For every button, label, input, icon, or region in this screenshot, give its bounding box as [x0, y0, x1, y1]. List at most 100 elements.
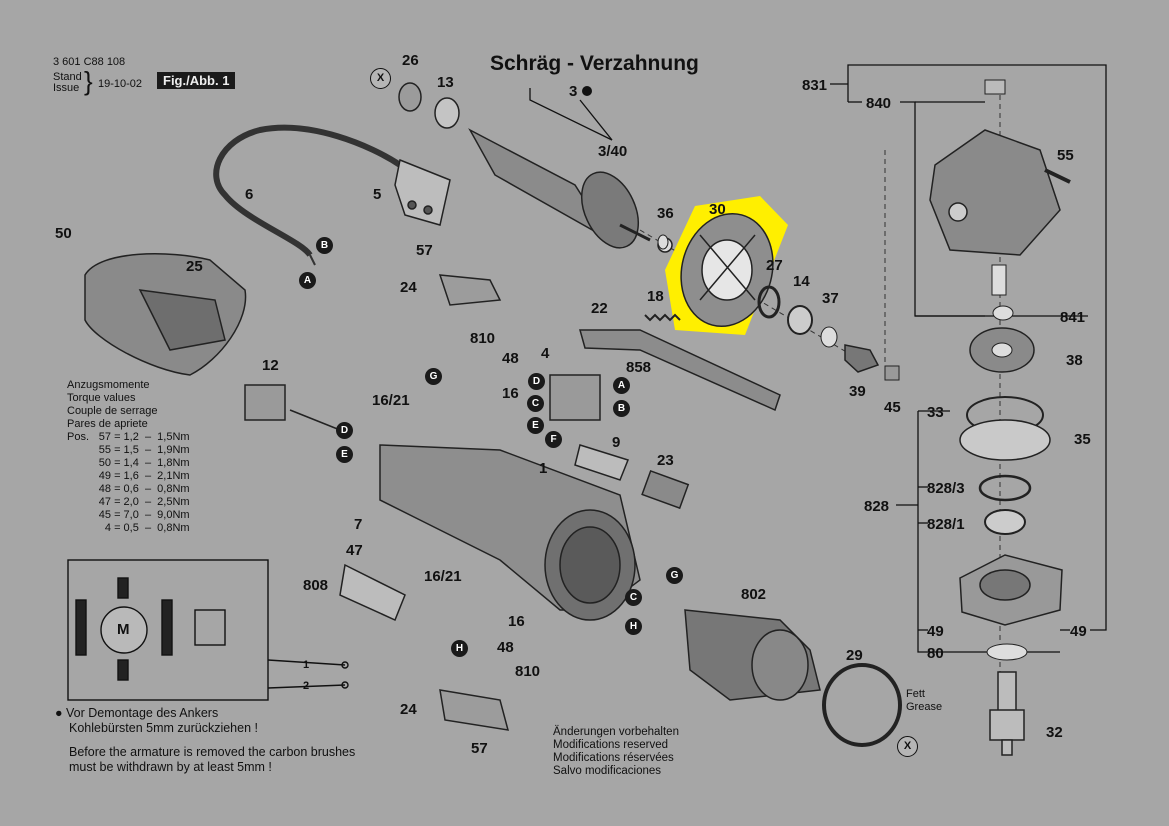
part-23: [641, 469, 690, 510]
part-label: 39: [849, 383, 866, 400]
part-label: 29: [846, 647, 863, 664]
part-label: 18: [647, 288, 664, 305]
part-label: 16/21: [372, 392, 410, 409]
torque-header-de: Anzugsmomente: [67, 379, 150, 391]
bearing-14: [787, 305, 813, 335]
plate-35: [959, 419, 1051, 461]
part-label: 810: [515, 663, 541, 680]
connector-marker: C: [527, 395, 544, 412]
connector-marker: D: [336, 422, 353, 439]
switch-24-bottom: [439, 689, 510, 731]
part-label: 49: [927, 623, 944, 640]
plug-5: [394, 158, 451, 226]
parts-tree-lines: [830, 64, 1107, 653]
part-label: 3: [569, 83, 578, 100]
part-label: 802: [741, 586, 767, 603]
connector-marker: A: [613, 377, 630, 394]
bearing-841: [992, 305, 1014, 321]
motor-symbol-label: M: [117, 621, 130, 638]
connector-marker: D: [528, 373, 545, 390]
part-label: 48: [497, 639, 514, 656]
part-29: [822, 663, 902, 747]
part-label: 24: [400, 701, 417, 718]
torque-row: Pos.57 = 1,2 – 1,5Nm: [67, 431, 190, 443]
switch-terminal-2: 2: [303, 680, 310, 692]
spring-18: [644, 313, 681, 322]
note-english: Before the armature is removed the carbo…: [69, 745, 356, 774]
grease-note: Fett Grease: [906, 688, 943, 713]
part-label: 57: [471, 740, 488, 757]
part-label: 30: [709, 201, 726, 218]
document-code: 3 601 C88 108: [53, 56, 126, 68]
part-label: 24: [400, 279, 417, 296]
connector-marker: H: [451, 640, 468, 657]
bracket-3: [529, 88, 613, 141]
part-label: 810: [470, 330, 496, 347]
ring-27: [757, 285, 781, 319]
shaft-841: [991, 264, 1007, 296]
part-label: 13: [437, 74, 454, 91]
gear-head-840: [929, 129, 1061, 256]
gear-housing-1: [379, 444, 641, 621]
part-label: 27: [766, 257, 783, 274]
note-german: ● Vor Demontage des Ankers Kohlebürsten …: [55, 706, 258, 735]
connector-marker: E: [527, 417, 544, 434]
switch-24-top: [438, 274, 502, 306]
part-label: 35: [1074, 431, 1091, 448]
torque-row: 47 = 2,0 – 2,5Nm: [98, 496, 190, 508]
part-label: 3/40: [598, 143, 628, 160]
torque-row: 45 = 7,0 – 9,0Nm: [98, 509, 190, 521]
part-label: 33: [927, 404, 944, 421]
switch-terminal-1: 1: [303, 659, 310, 671]
torque-row: 50 = 1,4 – 1,8Nm: [98, 457, 190, 469]
cap-840: [984, 79, 1006, 95]
connector-marker: F: [545, 431, 562, 448]
bearing-828-1: [984, 509, 1026, 535]
slider-22: [579, 329, 781, 412]
torque-header-es: Pares de apriete: [67, 418, 148, 430]
connector-marker: A: [299, 272, 316, 289]
part-label: 1: [539, 460, 548, 477]
part-label: 16: [508, 613, 525, 630]
washer-37: [820, 326, 838, 348]
part-label: 49: [1070, 623, 1087, 640]
part-label: 32: [1046, 724, 1063, 741]
part-30-fan: [680, 212, 774, 328]
part-label: 16: [502, 385, 519, 402]
washer-80: [986, 643, 1028, 661]
part-9: [574, 444, 629, 481]
diagram-title: Schräg - Verzahnung: [490, 52, 699, 75]
connector-marker: G: [425, 368, 442, 385]
torque-table: Anzugsmomente Torque values Couple de se…: [67, 379, 190, 535]
screw-55: [1044, 168, 1071, 184]
part-label: 37: [822, 290, 839, 307]
part-label: 828/1: [927, 516, 965, 533]
part-label: 55: [1057, 147, 1074, 164]
wiring-diagram: [67, 559, 349, 701]
part-label: 47: [346, 542, 363, 559]
pinion-39: [844, 344, 880, 373]
connector-marker: C: [625, 589, 642, 606]
part-label: 808: [303, 577, 329, 594]
part-label: 50: [55, 225, 72, 242]
modifications-note: Änderungen vorbehalten Modifications res…: [553, 726, 679, 777]
part-label: 57: [416, 242, 433, 259]
part-label: 45: [884, 399, 901, 416]
part-label: 6: [245, 186, 254, 203]
brace-symbol: }: [84, 66, 93, 96]
part-label: 841: [1060, 309, 1086, 326]
connector-marker: B: [613, 400, 630, 417]
part-label: 9: [612, 434, 621, 451]
part-label: 23: [657, 452, 674, 469]
part-label: 80: [927, 645, 944, 662]
part-label: 36: [657, 205, 674, 222]
washer-36: [657, 234, 669, 250]
part-label: 12: [262, 357, 279, 374]
spindle-32: [989, 671, 1025, 756]
part-label: 26: [402, 52, 419, 69]
cable-6: [213, 124, 402, 257]
part-label: 22: [591, 300, 608, 317]
torque-header-en: Torque values: [67, 392, 136, 404]
armature-3: [398, 82, 673, 253]
